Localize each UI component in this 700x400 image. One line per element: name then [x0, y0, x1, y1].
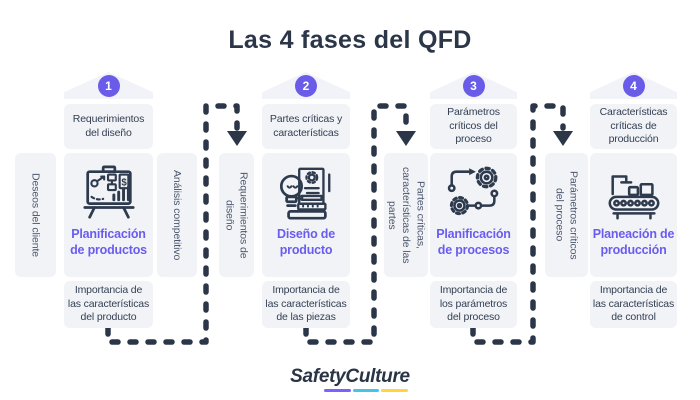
connector-3-path: [470, 103, 566, 345]
phase-1: Deseos del cliente Análisis competitivo …: [15, 72, 197, 328]
phase-1-left-label-text: Deseos del cliente: [29, 173, 42, 257]
phase-3: Partes críticas, características de las …: [384, 72, 517, 328]
phase-2-title: Diseño de producto: [277, 227, 335, 258]
page-title: Las 4 fases del QFD: [228, 26, 472, 54]
phase-1-card: $ Planificación de productos: [64, 153, 153, 277]
phase-1-number-badge: 1: [97, 75, 120, 97]
phase-4-header-box: Características críticas de producción: [590, 104, 677, 149]
phase-1-importance-box: Importancia de las características del p…: [64, 281, 153, 328]
phase-3-number-badge: 3: [462, 75, 485, 97]
phase-1-right-label: Análisis competitivo: [157, 153, 197, 277]
phase-4-title: Planeación de producción: [592, 227, 675, 258]
logo-underline-blue: [352, 389, 380, 392]
logo-text-culture: Culture: [345, 366, 410, 387]
phase-1-title: Planificación de productos: [70, 227, 147, 258]
phase-3-header-box: Parámetros críticos del proceso: [430, 104, 517, 149]
phase-4: Parámetros críticos del proceso 4 Caract…: [545, 72, 677, 328]
phase-4-left-label-text: Parámetros críticos del proceso: [553, 170, 580, 260]
phase-3-left-label-text: Partes críticas, características de las …: [385, 166, 427, 264]
phase-2: Requerimientos de diseño 2 Partes crític…: [219, 72, 350, 328]
phase-2-left-label-text: Requerimientos de diseño: [223, 171, 250, 259]
safetyculture-logo: SafetyCulture: [0, 366, 700, 392]
phase-2-header-box: Partes críticas y características: [262, 104, 350, 149]
phase-2-left-label: Requerimientos de diseño: [219, 153, 254, 277]
phase-2-number-badge: 2: [295, 75, 317, 97]
connector-2-arrowhead-icon: [396, 131, 416, 146]
logo-text-safety: Safety: [290, 366, 346, 387]
connector-1-arrowhead-icon: [227, 131, 247, 146]
logo-underline-yellow: [381, 389, 409, 392]
presentation-board-icon: $: [82, 165, 135, 219]
connector-2-path: [303, 103, 409, 345]
product-design-icon: [279, 167, 331, 220]
phase-4-number-badge: 4: [622, 75, 645, 97]
logo-underline: [324, 389, 409, 392]
phase-2-card: Diseño de producto: [262, 153, 350, 277]
phase-2-importance-box: Importancia de las características de la…: [262, 281, 350, 328]
phase-3-title: Planificación de procesos: [436, 227, 511, 258]
phase-3-importance-box: Importancia de los parámetros del proces…: [430, 281, 517, 328]
connector-1-path: [105, 103, 240, 345]
process-gears-icon: [447, 166, 498, 216]
connector-3-arrowhead-icon: [553, 131, 573, 146]
phase-1-header-box: Requerimientos del diseño: [64, 104, 153, 149]
phase-1-right-label-text: Análisis competitivo: [171, 169, 184, 261]
phase-3-card: Planificación de procesos: [430, 153, 517, 277]
production-line-icon: [608, 175, 659, 220]
phase-4-card: Planeación de producción: [590, 153, 677, 277]
logo-underline-purple: [324, 389, 351, 392]
phase-4-left-label: Parámetros críticos del proceso: [545, 153, 588, 277]
phase-1-left-label: Deseos del cliente: [15, 153, 56, 277]
phase-4-importance-box: Importancia de las características de co…: [590, 281, 677, 328]
svg-text:$: $: [121, 177, 127, 188]
phase-3-left-label: Partes críticas, características de las …: [384, 153, 428, 277]
